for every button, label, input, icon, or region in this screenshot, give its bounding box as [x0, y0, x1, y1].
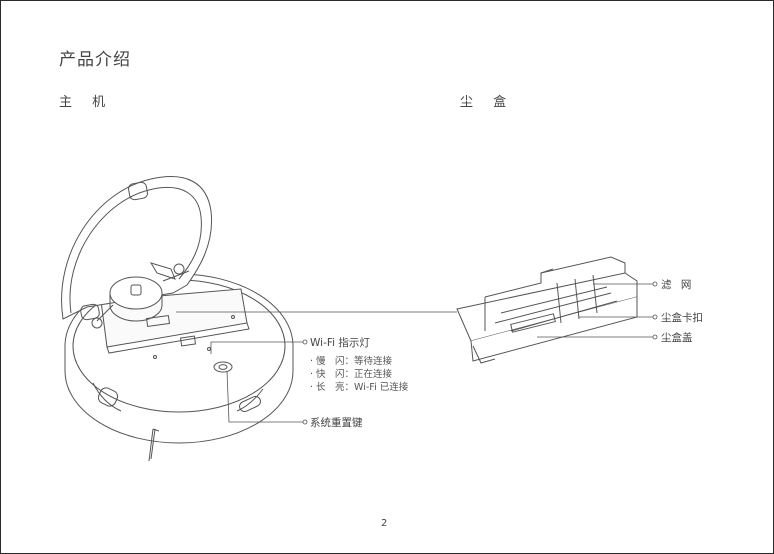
dust-bin-illustration — [456, 256, 638, 364]
wifi-indicator-label: Wi-Fi 指示灯 — [310, 337, 370, 349]
wifi-state-solid: · 长 亮：Wi-Fi 已连接 — [310, 382, 409, 393]
reset-button-label: 系统重置键 — [310, 417, 363, 429]
bin-cover-label: 尘盒盖 — [661, 332, 693, 344]
section-main-unit-heading: 主 机 — [59, 95, 114, 110]
section-dust-bin-heading: 尘 盒 — [460, 95, 515, 110]
wifi-state-slow-blink: · 慢 闪：等待连接 — [310, 356, 393, 367]
page-number: 2 — [381, 518, 388, 529]
bin-latch-label: 尘盒卡扣 — [661, 312, 703, 324]
robot-vacuum-illustration — [61, 176, 294, 462]
leader-wifi — [210, 341, 303, 354]
wifi-state-fast-blink: · 快 闪：正在连接 — [310, 369, 393, 380]
page-title: 产品介绍 — [59, 50, 131, 70]
leader-reset — [226, 370, 303, 423]
filter-label: 滤 网 — [661, 279, 695, 291]
